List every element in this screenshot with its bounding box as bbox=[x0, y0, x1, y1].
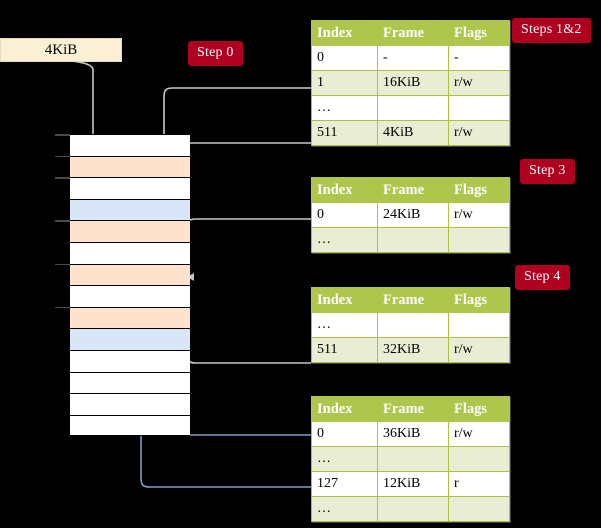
table-cell-flags: r bbox=[448, 471, 510, 497]
memory-frame-row bbox=[70, 393, 190, 415]
table-cell-index: … bbox=[311, 312, 378, 338]
table-cell-frame: 4KiB bbox=[377, 120, 449, 146]
memory-frame-row bbox=[70, 350, 190, 372]
table-header-index: Index bbox=[311, 177, 378, 203]
table-cell-flags bbox=[448, 95, 510, 121]
step-badge-step4: Step 4 bbox=[515, 265, 570, 290]
table-cell-frame bbox=[377, 95, 449, 121]
table-header-flags: Flags bbox=[448, 287, 510, 313]
table-cell-frame bbox=[377, 227, 449, 253]
table-cell-flags: r/w bbox=[448, 120, 510, 146]
memory-tick-mark bbox=[55, 220, 70, 222]
table-header-index: Index bbox=[311, 287, 378, 313]
memory-frame-row bbox=[70, 134, 190, 156]
table-cell-flags: r/w bbox=[448, 421, 510, 447]
table-row: … bbox=[311, 95, 510, 121]
memory-frame-row bbox=[70, 306, 190, 329]
table-cell-flags: r/w bbox=[448, 70, 510, 96]
table-cell-index: 511 bbox=[311, 120, 378, 146]
table-cell-flags bbox=[448, 496, 510, 522]
table-cell-flags: r/w bbox=[448, 337, 510, 363]
table-cell-flags bbox=[448, 312, 510, 338]
table-header-frame: Frame bbox=[377, 287, 449, 313]
table-cell-index: … bbox=[311, 227, 378, 253]
table-cell-frame: 12KiB bbox=[377, 471, 449, 497]
table-cell-frame: 32KiB bbox=[377, 337, 449, 363]
table-cell-frame bbox=[377, 312, 449, 338]
table-header-frame: Frame bbox=[377, 20, 449, 46]
memory-frame-row bbox=[70, 198, 190, 221]
memory-frame-column bbox=[70, 134, 190, 437]
table-header-flags: Flags bbox=[448, 177, 510, 203]
kib-box-label: 4KiB bbox=[44, 42, 78, 58]
memory-tick-mark bbox=[55, 155, 70, 158]
table-cell-flags: - bbox=[448, 45, 510, 71]
memory-tick-mark bbox=[55, 306, 70, 309]
table-cell-frame: 36KiB bbox=[377, 421, 449, 447]
table-header-index: Index bbox=[311, 396, 378, 422]
table-cell-index: … bbox=[311, 95, 378, 121]
memory-frame-row bbox=[70, 285, 190, 307]
table-row: … bbox=[311, 446, 510, 472]
table-cell-index: 0 bbox=[311, 421, 378, 447]
step-badge-step3: Step 3 bbox=[520, 159, 575, 184]
memory-frame-row bbox=[70, 414, 190, 437]
table-cell-frame: 16KiB bbox=[377, 70, 449, 96]
table-cell-index: … bbox=[311, 496, 378, 522]
memory-frame-row bbox=[70, 242, 190, 264]
wire-l2-32kib bbox=[180, 313, 311, 364]
memory-frame-row bbox=[70, 328, 190, 350]
table-cell-flags: r/w bbox=[448, 202, 510, 228]
memory-frame-row bbox=[70, 371, 190, 394]
memory-tick-mark bbox=[55, 134, 70, 136]
table-row: … bbox=[311, 496, 510, 522]
table-header-flags: Flags bbox=[448, 20, 510, 46]
table-cell-frame bbox=[377, 446, 449, 472]
memory-frame-row bbox=[70, 155, 190, 178]
table-cell-frame: - bbox=[377, 45, 449, 71]
table-row: … bbox=[311, 227, 510, 253]
wire-l3-24kib bbox=[186, 218, 311, 281]
table-row: … bbox=[311, 312, 510, 338]
table-cell-index: 0 bbox=[311, 45, 378, 71]
memory-frame-row bbox=[70, 263, 190, 286]
step-badge-step0: Step 0 bbox=[188, 41, 243, 66]
table-cell-flags bbox=[448, 227, 510, 253]
kib-box: 4KiB bbox=[0, 38, 122, 62]
table-cell-index: 511 bbox=[311, 337, 378, 363]
table-header-frame: Frame bbox=[377, 177, 449, 203]
table-header-flags: Flags bbox=[448, 396, 510, 422]
table-row: 0-- bbox=[311, 45, 510, 71]
table-cell-index: 0 bbox=[311, 202, 378, 228]
table-cell-frame: 24KiB bbox=[377, 202, 449, 228]
table-cell-index: 127 bbox=[311, 471, 378, 497]
table-cell-index: … bbox=[311, 446, 378, 472]
table-cell-frame bbox=[377, 496, 449, 522]
memory-frame-row bbox=[70, 220, 190, 242]
memory-tick-mark bbox=[55, 263, 70, 266]
table-header-frame: Frame bbox=[377, 396, 449, 422]
table-header-index: Index bbox=[311, 20, 378, 46]
table-cell-index: 1 bbox=[311, 70, 378, 96]
step-badge-steps12: Steps 1&2 bbox=[512, 18, 591, 43]
memory-tick-mark bbox=[55, 177, 70, 179]
table-cell-flags bbox=[448, 446, 510, 472]
memory-frame-row bbox=[70, 177, 190, 199]
